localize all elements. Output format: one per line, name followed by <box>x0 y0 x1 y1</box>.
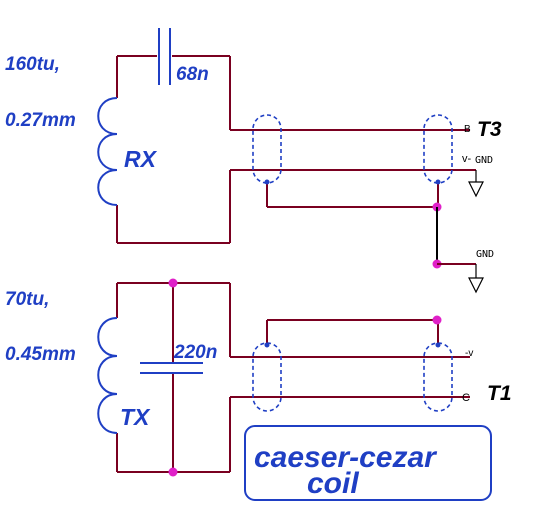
tx-circuit <box>97 278 470 477</box>
rx-turns-label: 160tu, <box>5 54 60 75</box>
t1-connector-label: T1 <box>487 382 512 405</box>
tx-coil <box>97 317 118 434</box>
rx-capacitor-label: 68n <box>176 64 209 85</box>
gnd2-label: GND <box>476 249 494 260</box>
gnd1-symbol <box>468 181 484 198</box>
rx-wire-label: 0.27mm <box>5 110 76 131</box>
tx-cap-node-top <box>168 278 178 288</box>
t3-pin-b-label: B <box>464 124 471 135</box>
tx-name-label: TX <box>120 404 151 430</box>
rx-shield-node-right <box>435 179 441 185</box>
tx-drain-node <box>432 315 442 325</box>
tx-shield-node-right <box>435 342 441 348</box>
rx-shield-right <box>423 114 453 184</box>
rx-name-label: RX <box>124 146 158 172</box>
t1-pin-v-label: -v <box>465 348 473 359</box>
title-box <box>244 425 492 501</box>
tx-shield-right <box>423 342 453 412</box>
t3-gnd-label: GND <box>475 155 493 166</box>
title-line-1: caeser-cezar <box>254 441 438 474</box>
title-line-2: coil <box>307 467 359 500</box>
tx-wire-label: 0.45mm <box>5 344 76 365</box>
rx-shield-left <box>252 114 282 184</box>
rx-shield-node-left <box>264 179 270 185</box>
gnd2-symbol <box>468 277 484 294</box>
tx-turns-label: 70tu, <box>5 289 49 310</box>
rx-circuit <box>97 28 470 244</box>
tx-cap-node-bottom <box>168 467 178 477</box>
tx-shield-left <box>252 342 282 412</box>
rx-coil <box>97 97 118 206</box>
tx-capacitor-label: 220n <box>173 342 217 363</box>
t1-pin-c-label: C <box>462 392 470 404</box>
t3-connector-label: T3 <box>477 118 502 141</box>
tx-shield-node-left <box>264 342 270 348</box>
t3-pin-v-label: v- <box>462 153 472 165</box>
